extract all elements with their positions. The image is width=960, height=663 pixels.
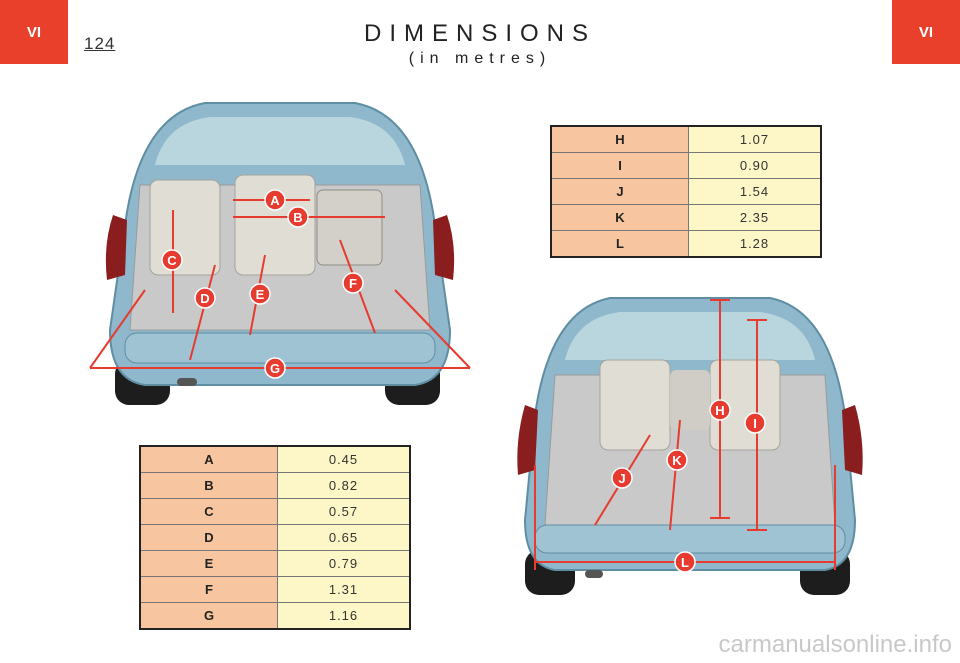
marker-j: J <box>618 471 625 486</box>
marker-l: L <box>681 555 689 570</box>
dimension-key: J <box>550 178 689 205</box>
watermark: carmanualsonline.info <box>718 631 952 658</box>
seat-right-folded <box>316 189 383 266</box>
dimension-key: F <box>139 576 278 603</box>
dimension-key: G <box>139 602 278 630</box>
car-boot-illustration-2: H I J K L <box>517 297 863 595</box>
dimension-key: E <box>139 550 278 577</box>
marker-c: C <box>167 253 177 268</box>
dimension-value: 0.45 <box>277 445 411 473</box>
dimension-value: 0.65 <box>277 524 411 551</box>
marker-i: I <box>753 416 757 431</box>
dimension-key: C <box>139 498 278 525</box>
dimension-key: I <box>550 152 689 179</box>
dimension-value: 0.82 <box>277 472 411 499</box>
marker-b: B <box>293 210 302 225</box>
page-subtitle: (in metres) <box>408 50 552 67</box>
marker-a: A <box>270 193 280 208</box>
dimension-key: H <box>550 125 689 153</box>
dimension-key: D <box>139 524 278 551</box>
rear-bumper <box>534 524 846 554</box>
page-number: 124 <box>84 34 116 53</box>
tail-light-left <box>517 405 538 475</box>
dimension-value: 1.54 <box>688 178 822 205</box>
dashboard <box>670 370 710 430</box>
exhaust <box>177 378 197 386</box>
roof-glass <box>155 117 405 165</box>
marker-f: F <box>349 276 357 291</box>
chapter-tab-left: VI <box>0 0 68 64</box>
dimension-key: K <box>550 204 689 231</box>
dimension-key: A <box>139 445 278 473</box>
page-title: DIMENSIONS <box>363 20 596 47</box>
marker-h: H <box>715 403 724 418</box>
dimension-value: 0.90 <box>688 152 822 179</box>
dimension-value: 1.31 <box>277 576 411 603</box>
label-markers: H I J K L <box>611 399 766 573</box>
marker-d: D <box>200 291 209 306</box>
dimension-key: L <box>550 230 689 258</box>
dimension-value: 0.79 <box>277 550 411 577</box>
tail-light-right <box>842 405 863 475</box>
marker-k: K <box>672 453 682 468</box>
dimension-key: B <box>139 472 278 499</box>
marker-g: G <box>270 361 280 376</box>
dimension-value: 0.57 <box>277 498 411 525</box>
marker-e: E <box>256 287 265 302</box>
dimension-value: 2.35 <box>688 204 822 231</box>
dimension-value: 1.07 <box>688 125 822 153</box>
car-boot-illustration-1: A B C D E F G <box>89 102 471 405</box>
tail-light-left <box>105 215 127 280</box>
tail-light-right <box>433 215 455 280</box>
exhaust <box>585 570 603 578</box>
chapter-tab-right: VI <box>892 0 960 64</box>
dimension-value: 1.16 <box>277 602 411 630</box>
dimension-value: 1.28 <box>688 230 822 258</box>
seat-left <box>599 359 671 451</box>
seat-left <box>149 179 221 276</box>
label-markers: A B C D E F G <box>161 189 364 379</box>
roof-glass <box>565 312 815 360</box>
